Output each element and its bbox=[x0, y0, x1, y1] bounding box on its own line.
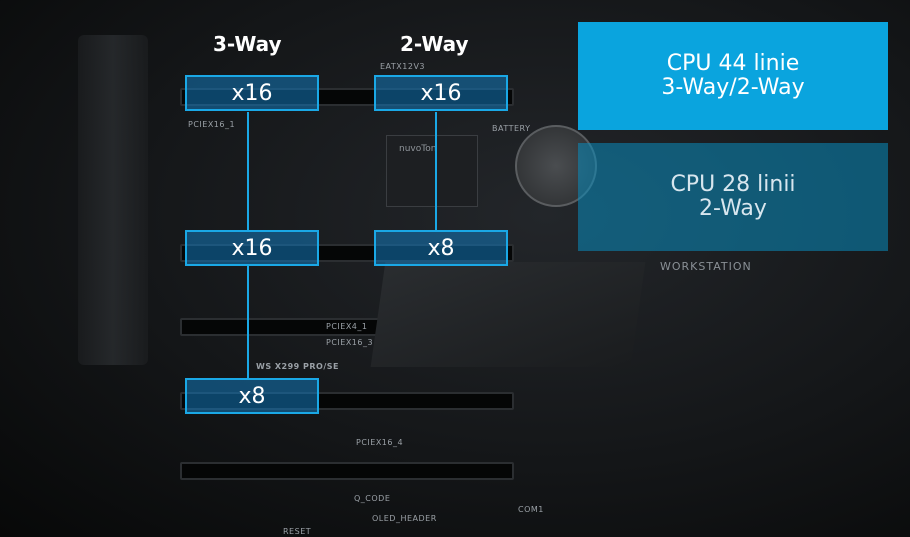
q-code-marking: Q_CODE bbox=[354, 494, 391, 503]
slot-box-row3-left: x8 bbox=[185, 378, 319, 414]
pciex4-1-marking: PCIEX4_1 bbox=[326, 322, 368, 331]
cpu-28-lane-panel: CPU 28 linii 2-Way bbox=[578, 143, 888, 251]
oled-header-marking: OLED_HEADER bbox=[372, 514, 437, 523]
three-way-connector-1 bbox=[247, 112, 249, 230]
vrm-heatsink bbox=[78, 35, 148, 365]
cpu-28-title: CPU 28 linii bbox=[670, 172, 796, 197]
three-way-heading: 3-Way bbox=[213, 32, 282, 56]
cpu-44-subtitle: 3-Way/2-Way bbox=[661, 75, 805, 100]
cpu-28-subtitle: 2-Way bbox=[699, 196, 767, 221]
battery-marking: BATTERY bbox=[492, 124, 531, 133]
pch-heatsink-cover bbox=[370, 262, 646, 367]
two-way-connector bbox=[435, 112, 437, 230]
cpu-44-lane-panel: CPU 44 linie 3-Way/2-Way bbox=[578, 22, 888, 130]
pciex16-4-marking: PCIEX16_4 bbox=[356, 438, 404, 447]
com1-marking: COM1 bbox=[518, 505, 544, 514]
slot-box-row2-left: x16 bbox=[185, 230, 319, 266]
slot-box-row2-right: x8 bbox=[374, 230, 508, 266]
reset-marking: RESET bbox=[283, 527, 312, 536]
pcie-slot-4 bbox=[180, 462, 514, 480]
three-way-connector-2 bbox=[247, 266, 249, 378]
super-io-chip: nuvoTon bbox=[386, 135, 478, 207]
cpu-44-title: CPU 44 linie bbox=[666, 51, 800, 76]
pciex16-1-marking: PCIEX16_1 bbox=[188, 120, 236, 129]
eatx-marking: EATX12V3 bbox=[380, 62, 426, 71]
slot-box-row1-left: x16 bbox=[185, 75, 319, 111]
chip-brand-text: nuvoTon bbox=[399, 144, 437, 154]
pciex16-3-marking: PCIEX16_3 bbox=[326, 338, 374, 347]
two-way-heading: 2-Way bbox=[400, 32, 469, 56]
slot-box-row1-right: x16 bbox=[374, 75, 508, 111]
workstation-marking: WORKSTATION bbox=[660, 260, 752, 273]
model-marking: WS X299 PRO/SE bbox=[256, 362, 339, 371]
